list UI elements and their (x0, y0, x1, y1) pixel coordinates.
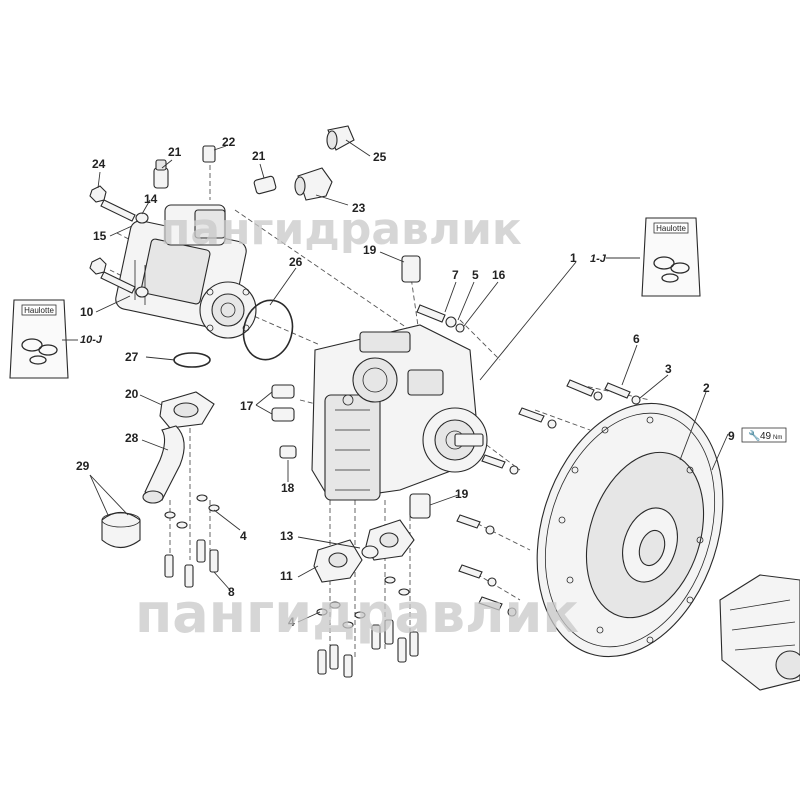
callout-19-top: 19 (363, 243, 377, 257)
torque-badge: 🔧 49 Nm (741, 427, 787, 443)
callout-28: 28 (125, 431, 139, 445)
leader-lines (62, 139, 729, 623)
callout-3: 3 (665, 362, 672, 376)
flywheel-coupling (536, 402, 724, 658)
callout-19-bottom: 19 (455, 487, 469, 501)
callout-15: 15 (93, 229, 107, 243)
callout-5: 5 (472, 268, 479, 282)
auxiliary-pump (115, 204, 257, 339)
callout-14: 14 (144, 192, 158, 206)
callout-7: 7 (452, 268, 459, 282)
callout-4-center: 4 (288, 615, 295, 629)
callout-20: 20 (125, 387, 139, 401)
callout-24: 24 (92, 157, 106, 171)
torque-value: 49 (760, 431, 772, 442)
main-pump-fittings (271, 255, 431, 519)
flywheel-bolts-upper (456, 379, 641, 617)
wrench-icon: 🔧 (748, 429, 760, 442)
callout-6: 6 (633, 332, 640, 346)
callout-29: 29 (76, 459, 90, 473)
torque-unit: Nm (773, 435, 782, 441)
callout-26: 26 (289, 255, 303, 269)
callout-21-right: 21 (252, 149, 266, 163)
main-hydraulic-pump (311, 324, 488, 501)
callout-25: 25 (373, 150, 387, 164)
callout-10: 10 (80, 305, 94, 319)
callout-21-left: 21 (168, 145, 182, 159)
hydraulic-fittings-top (153, 125, 355, 201)
callout-1j: 1-J (590, 253, 607, 265)
callout-2: 2 (703, 381, 710, 395)
callout-9: 9 (728, 429, 735, 443)
kit-bag-label-right: Haulotte (656, 224, 686, 233)
callout-1: 1 (570, 251, 577, 265)
callout-27: 27 (125, 350, 139, 364)
callout-17: 17 (240, 399, 254, 413)
callout-11: 11 (280, 569, 293, 583)
flange-bolts-center (316, 576, 419, 678)
callout-13: 13 (280, 529, 294, 543)
watermarks: пангидравлик пангидравлик (135, 204, 579, 645)
flange-bolts-left (164, 494, 220, 588)
callout-22: 22 (222, 135, 236, 149)
callout-23: 23 (352, 201, 366, 215)
kit-bag-label-left: Haulotte (24, 306, 54, 315)
callout-16: 16 (492, 268, 506, 282)
seal-kit-bag-right: Haulotte (641, 217, 701, 297)
watermark-bottom: пангидравлик (135, 582, 579, 645)
callout-10j: 10-J (80, 334, 103, 346)
watermark-top: пангидравлик (160, 204, 522, 255)
pump-mounting-bolts (89, 185, 149, 298)
upper-bolts (416, 304, 465, 333)
seal-kit-bag-left: Haulotte (9, 299, 69, 379)
split-flanges (313, 519, 415, 583)
suction-flange-and-hose (101, 391, 215, 549)
callout-labels: 1 1-J 2 3 4 4 5 6 7 8 9 10 10-J 11 13 14… (76, 135, 735, 629)
callout-18: 18 (281, 481, 295, 495)
engine-fragment (719, 574, 800, 691)
callout-4-left: 4 (240, 529, 247, 543)
callout-8: 8 (228, 585, 235, 599)
